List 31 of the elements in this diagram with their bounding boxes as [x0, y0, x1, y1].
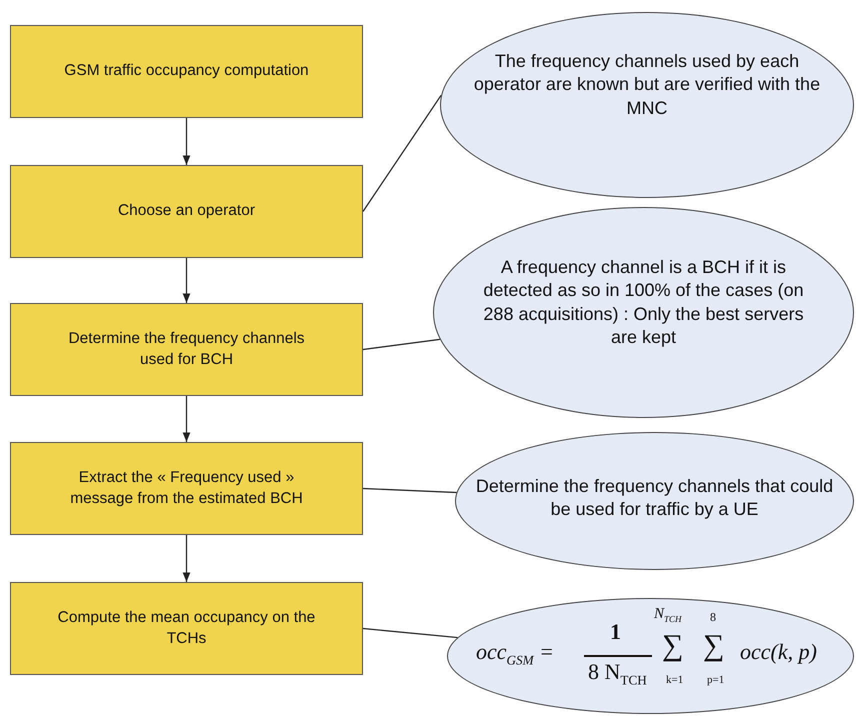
formula-numerator: 1 [610, 621, 621, 643]
sum-upper-limit: 8 [710, 611, 716, 623]
step-text: Determine the frequency channels used for BCH [67, 329, 306, 370]
arrow [182, 118, 190, 165]
process-box [10, 303, 363, 396]
connector-line [362, 488, 457, 494]
formula-variable: occ$_{GSM}$ = [476, 641, 554, 667]
step-text: Extract the « Frequency used » message from the estimated BCH [69, 468, 304, 508]
note-text: Determine the frequency channels that could be used for traffic by a UE [474, 474, 834, 521]
process-box [10, 165, 363, 258]
process-box [10, 442, 363, 535]
connector-line [362, 338, 440, 350]
formula-function: occ(k, p) [740, 641, 817, 663]
formula-denominator: 8 N$_{TCH}$ [588, 661, 647, 687]
process-box [10, 25, 363, 118]
sum-symbol: ∑ [662, 631, 684, 661]
sum-symbol: ∑ [703, 631, 724, 661]
arrow [182, 396, 190, 442]
sum-upper-limit: N$_{TCH}$ [654, 607, 682, 624]
connector-line [362, 628, 458, 638]
process-box [10, 582, 363, 675]
step-text: GSM traffic occupancy computation [63, 61, 310, 82]
connector-line [362, 94, 442, 212]
arrow [182, 258, 190, 303]
sum-lower-limit: k=1 [666, 675, 684, 686]
step-text: Choose an operator [116, 201, 256, 222]
note-text: A frequency channel is a BCH if it is detected as so in 100% of the cases (on 288 acquisitions) : Only the best servers are kept [482, 256, 805, 349]
step-text: Compute the mean occupancy on the TCHs [56, 608, 316, 648]
arrow [182, 535, 190, 582]
note-text: The frequency channels used by each operator are known but are verified with the MNC [472, 50, 822, 120]
sum-lower-limit: p=1 [707, 675, 724, 686]
